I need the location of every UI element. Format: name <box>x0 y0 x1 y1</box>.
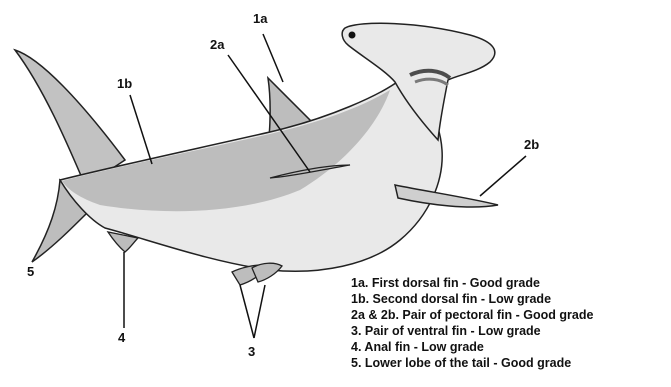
ventral-fin <box>252 263 282 282</box>
fin-grade-legend: 1a. First dorsal fin - Good grade 1b. Se… <box>351 275 593 371</box>
eye <box>349 32 356 39</box>
leader-line-1a <box>263 34 283 82</box>
legend-item: 2a & 2b. Pair of pectoral fin - Good gra… <box>351 307 593 323</box>
leader-line-1b <box>130 95 152 164</box>
leader-line-2b <box>480 156 526 196</box>
callout-4: 4 <box>118 331 125 344</box>
legend-item: 1b. Second dorsal fin - Low grade <box>351 291 593 307</box>
legend-item: 5. Lower lobe of the tail - Good grade <box>351 355 593 371</box>
leader-line-3-right <box>254 285 265 338</box>
callout-3: 3 <box>248 345 255 358</box>
caudal-fin-upper-lobe <box>15 50 125 185</box>
callout-2b: 2b <box>524 138 539 151</box>
callout-2a: 2a <box>210 38 224 51</box>
callout-5: 5 <box>27 265 34 278</box>
legend-item: 1a. First dorsal fin - Good grade <box>351 275 593 291</box>
callout-1a: 1a <box>253 12 267 25</box>
callout-1b: 1b <box>117 77 132 90</box>
leader-line-3-left <box>240 285 254 338</box>
legend-item: 3. Pair of ventral fin - Low grade <box>351 323 593 339</box>
legend-item: 4. Anal fin - Low grade <box>351 339 593 355</box>
